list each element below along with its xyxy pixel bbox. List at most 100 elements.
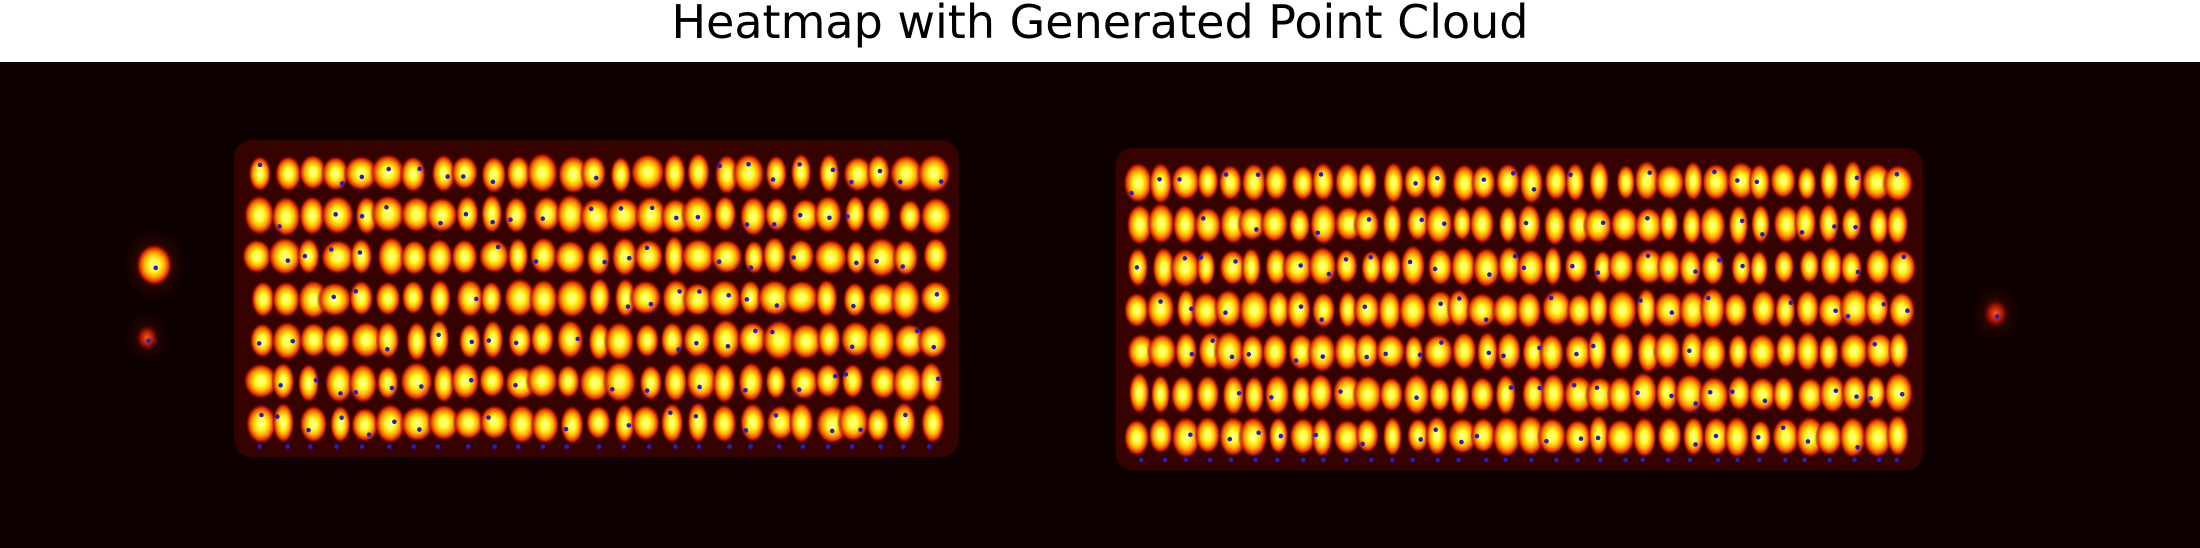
heat-spot [1682, 415, 1706, 458]
heat-spot [1403, 334, 1425, 372]
cloud-point [1894, 457, 1900, 463]
cloud-point [1256, 430, 1261, 436]
cloud-point [1568, 172, 1573, 178]
heat-spot [863, 236, 900, 279]
cloud-point [1827, 457, 1832, 463]
heat-spot [507, 236, 529, 276]
heat-spot [1697, 375, 1730, 416]
cloud-point [773, 413, 779, 418]
heat-spot [1170, 415, 1202, 460]
cloud-point [153, 265, 158, 271]
cloud-point [513, 340, 519, 346]
cloud-point [353, 390, 359, 395]
cloud-point [673, 444, 678, 449]
heat-spot [428, 318, 451, 360]
heat-spot [1334, 161, 1361, 202]
cloud-point [1364, 354, 1369, 360]
cloud-point [1275, 457, 1280, 463]
cloud-point [1278, 433, 1284, 439]
cloud-point [435, 444, 441, 449]
heat-spot [585, 239, 611, 277]
heat-spot [919, 280, 952, 316]
cloud-point [359, 213, 365, 219]
heat-spot [1382, 415, 1403, 458]
heat-spot [712, 361, 737, 405]
cloud-point [1414, 395, 1419, 400]
heat-spot [1498, 205, 1518, 245]
heat-spot [1375, 332, 1407, 370]
heat-spot [1883, 370, 1914, 415]
right-isolated-blob [1982, 298, 2010, 330]
heat-spot [842, 281, 867, 319]
heat-spot [1196, 162, 1220, 201]
cloud-point [490, 219, 495, 225]
cloud-point [1760, 232, 1765, 237]
cloud-point [307, 444, 313, 449]
heat-spot [836, 402, 870, 443]
heat-spot [1566, 292, 1593, 329]
heat-spot [1261, 332, 1289, 372]
heat-spot [1658, 204, 1680, 243]
cloud-point [492, 444, 497, 449]
cloud-point [1739, 218, 1745, 224]
heat-spot [1148, 161, 1173, 206]
heat-spot [603, 320, 636, 362]
heat-spot [764, 363, 787, 401]
cloud-point [540, 444, 546, 449]
heat-spot [480, 155, 508, 195]
cloud-point [359, 444, 365, 449]
heat-spot [633, 238, 665, 275]
cloud-point [389, 385, 395, 391]
heat-spot [1679, 330, 1705, 371]
heat-spot [1515, 290, 1543, 330]
cloud-point [331, 294, 337, 300]
cloud-point [1537, 345, 1542, 351]
heat-spot [660, 401, 685, 445]
heat-spot [680, 194, 715, 236]
heat-spot [1378, 376, 1405, 413]
heat-spot [1543, 161, 1569, 202]
cloud-point [1246, 352, 1252, 357]
heat-spot [587, 276, 612, 318]
heat-spot [374, 402, 407, 445]
cloud-point [508, 217, 513, 222]
heat-spot [1352, 374, 1384, 415]
cloud-point [359, 174, 365, 180]
heat-spot [814, 278, 839, 319]
heat-spot [432, 362, 456, 404]
heat-spot [731, 152, 766, 195]
heat-spot [812, 238, 849, 277]
cloud-point [1881, 301, 1887, 307]
heat-spot [920, 401, 946, 445]
cloud-point [1483, 317, 1489, 323]
cloud-point [1233, 259, 1238, 264]
heat-spot [761, 319, 797, 362]
heat-spot [1311, 291, 1336, 330]
heat-spot [891, 400, 917, 444]
cloud-point [900, 444, 906, 449]
cloud-point [1855, 445, 1860, 450]
cloud-point [797, 212, 803, 218]
heat-spot [450, 238, 479, 276]
heat-spot [1678, 248, 1703, 288]
heat-spot [1382, 160, 1405, 205]
heat-spot [1516, 202, 1542, 246]
cloud-point [829, 428, 835, 434]
heat-spot [1470, 164, 1497, 201]
cloud-point [935, 376, 941, 382]
cloud-point [695, 214, 701, 220]
cloud-point [1669, 310, 1675, 315]
heat-spot [1699, 286, 1727, 331]
heat-spot [1238, 415, 1269, 459]
heat-spot [788, 364, 820, 401]
cloud-point [486, 338, 492, 343]
cloud-point [353, 288, 359, 294]
cloud-point [618, 206, 624, 211]
cloud-point [461, 174, 466, 179]
cloud-point [1227, 436, 1233, 442]
heat-spot [1727, 332, 1750, 371]
heat-spot [399, 360, 434, 403]
heat-spot [1451, 330, 1478, 371]
cloud-point [796, 387, 802, 393]
cloud-point [277, 224, 282, 229]
